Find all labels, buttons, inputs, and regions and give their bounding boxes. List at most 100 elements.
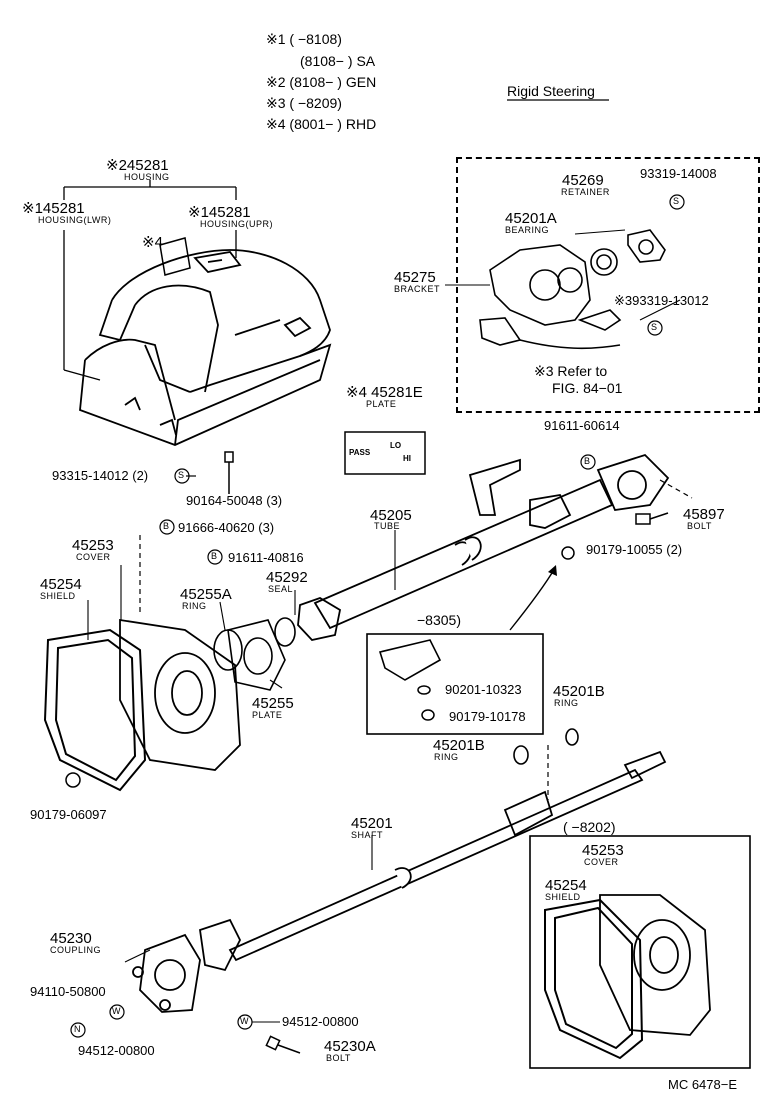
note-5-mark: ※4 bbox=[266, 116, 286, 132]
label-plate-e: ※4 45281E bbox=[346, 384, 423, 401]
label-plate-45255-name: PLATE bbox=[252, 710, 283, 720]
label-plate-45255: 45255 bbox=[252, 695, 294, 712]
label-bolt-45230a: 45230A bbox=[324, 1038, 376, 1055]
label-bolt-93319-14008: 93319-14008 bbox=[640, 166, 717, 181]
cover-45253-shape bbox=[119, 618, 241, 771]
label-mark4: ※4 bbox=[142, 234, 163, 251]
label-seal-name: SEAL bbox=[268, 584, 294, 594]
label-bearing: 45201A bbox=[505, 210, 557, 227]
plate-word-hi: HI bbox=[403, 454, 411, 463]
label-screw-90164: 90164-50048 (3) bbox=[186, 493, 283, 508]
label-ring-45201b-a: 45201B bbox=[553, 683, 605, 700]
label-cover-name: COVER bbox=[76, 552, 111, 562]
plate-word-lo: LO bbox=[390, 441, 402, 450]
note-4-mark: ※3 bbox=[266, 95, 286, 111]
label-shield-name: SHIELD bbox=[40, 591, 76, 601]
housing-leader-lines bbox=[63, 180, 237, 381]
note-2-range: (8108− ) bbox=[300, 53, 353, 69]
ring-45255a-shape bbox=[213, 629, 243, 671]
label-tube-name: TUBE bbox=[374, 521, 401, 531]
label-housing-upr-name: HOUSING(UPR) bbox=[200, 219, 273, 229]
coupling-45230-shape bbox=[132, 918, 242, 1013]
ring-45201b-a-shape bbox=[565, 728, 579, 746]
inset-8202-box bbox=[529, 835, 751, 1069]
inset-arrow bbox=[509, 567, 556, 631]
symbol-b-1: B bbox=[584, 456, 591, 466]
label-nut-90179-10055: 90179-10055 (2) bbox=[586, 542, 683, 557]
note-4: ※3 ( −8209) bbox=[266, 96, 342, 110]
symbol-b-3: B bbox=[211, 551, 218, 561]
label-cover2-name: COVER bbox=[584, 857, 619, 867]
bracket-group-dashed-box bbox=[456, 157, 760, 413]
cover2-shape bbox=[599, 894, 711, 1036]
label-bolt-91611-60614: 91611-60614 bbox=[544, 418, 620, 433]
note-1: ※1 ( −8108) bbox=[266, 32, 342, 46]
label-bolt-93319-13012: ※393319-13012 bbox=[614, 293, 709, 308]
bracket-assembly-shape bbox=[479, 229, 666, 350]
symbol-s-1: S bbox=[178, 470, 185, 480]
label-tube: 45205 bbox=[370, 507, 412, 524]
header-title: Rigid Steering bbox=[507, 83, 595, 99]
shield-45254-shape bbox=[43, 628, 147, 792]
label-shield2: 45254 bbox=[545, 877, 587, 894]
label-refer-line2: FIG. 84−01 bbox=[552, 380, 623, 396]
label-bearing-name: BEARING bbox=[505, 225, 550, 235]
note-5-range: (8001− ) bbox=[289, 116, 342, 132]
shaft-45201-shape bbox=[228, 750, 667, 962]
label-bolt-45230a-name: BOLT bbox=[326, 1053, 351, 1063]
symbol-w-2: W bbox=[240, 1016, 249, 1026]
label-ring-45201b-b-name: RING bbox=[434, 752, 459, 762]
label-shaft-name: SHAFT bbox=[351, 830, 384, 840]
label-ring-45201b-b: 45201B bbox=[433, 737, 485, 754]
note-2: (8108− ) SA bbox=[300, 54, 375, 68]
label-nut-90179-10178: 90179-10178 bbox=[449, 709, 526, 724]
label-housing-name: HOUSING bbox=[124, 172, 170, 182]
label-cover2: 45253 bbox=[582, 842, 624, 859]
label-bolt-91611-40816: 91611-40816 bbox=[228, 550, 304, 565]
note-4-range: ( −8209) bbox=[289, 95, 342, 111]
label-housing: ※245281 bbox=[106, 157, 169, 174]
note-3: ※2 (8108− ) GEN bbox=[266, 75, 376, 89]
label-housing-upr: ※145281 bbox=[188, 204, 251, 221]
label-screw-93315: 93315-14012 (2) bbox=[52, 468, 149, 483]
inset-8305-box bbox=[366, 633, 544, 735]
label-coupling: 45230 bbox=[50, 930, 92, 947]
note-1-range: ( −8108) bbox=[289, 31, 342, 47]
note-3-mark: ※2 bbox=[266, 74, 286, 90]
label-screw-91666: 91666-40620 (3) bbox=[178, 520, 275, 535]
shield2-shape bbox=[544, 898, 644, 1060]
symbol-s-3: S bbox=[651, 322, 658, 332]
lower-housing-shape bbox=[79, 338, 332, 446]
label-ring-45255a: 45255A bbox=[180, 586, 232, 603]
label-ring-45255a-name: RING bbox=[182, 601, 207, 611]
label-bolt-94110: 94110-50800 bbox=[30, 984, 106, 999]
label-bracket: 45275 bbox=[394, 269, 436, 286]
label-coupling-name: COUPLING bbox=[50, 945, 102, 955]
label-seal: 45292 bbox=[266, 569, 308, 586]
label-housing-lwr-name: HOUSING(LWR) bbox=[38, 215, 112, 225]
note-3-suffix: GEN bbox=[345, 74, 377, 90]
bolt-45230a-shape bbox=[265, 1035, 301, 1054]
seal-45292-shape bbox=[274, 617, 296, 647]
label-bracket-name: BRACKET bbox=[394, 284, 441, 294]
note-5: ※4 (8001− ) RHD bbox=[266, 117, 376, 131]
label-bolt-45897-name: BOLT bbox=[687, 521, 712, 531]
symbol-s-2: S bbox=[673, 196, 680, 206]
note-5-suffix: RHD bbox=[345, 116, 377, 132]
label-retainer: 45269 bbox=[562, 172, 604, 189]
symbol-n-1: N bbox=[74, 1024, 81, 1034]
label-refer-line1: ※3 Refer to bbox=[534, 363, 608, 379]
label-plate-e-name: PLATE bbox=[366, 399, 397, 409]
label-shield2-name: SHIELD bbox=[545, 892, 581, 902]
figure-code: MC 6478−E bbox=[668, 1077, 738, 1092]
label-housing-lwr: ※145281 bbox=[22, 200, 85, 217]
ring-45201b-b-shape bbox=[513, 745, 529, 765]
label-shaft: 45201 bbox=[351, 815, 393, 832]
nut-90179-10055-shape bbox=[561, 546, 575, 560]
note-3-range: (8108− ) bbox=[289, 74, 342, 90]
upper-housing-shape bbox=[98, 249, 331, 393]
nut-90179-06097-shape bbox=[65, 772, 81, 788]
label-washer-94512-a: 94512-00800 bbox=[282, 1014, 359, 1029]
label-retainer-name: RETAINER bbox=[561, 187, 610, 197]
